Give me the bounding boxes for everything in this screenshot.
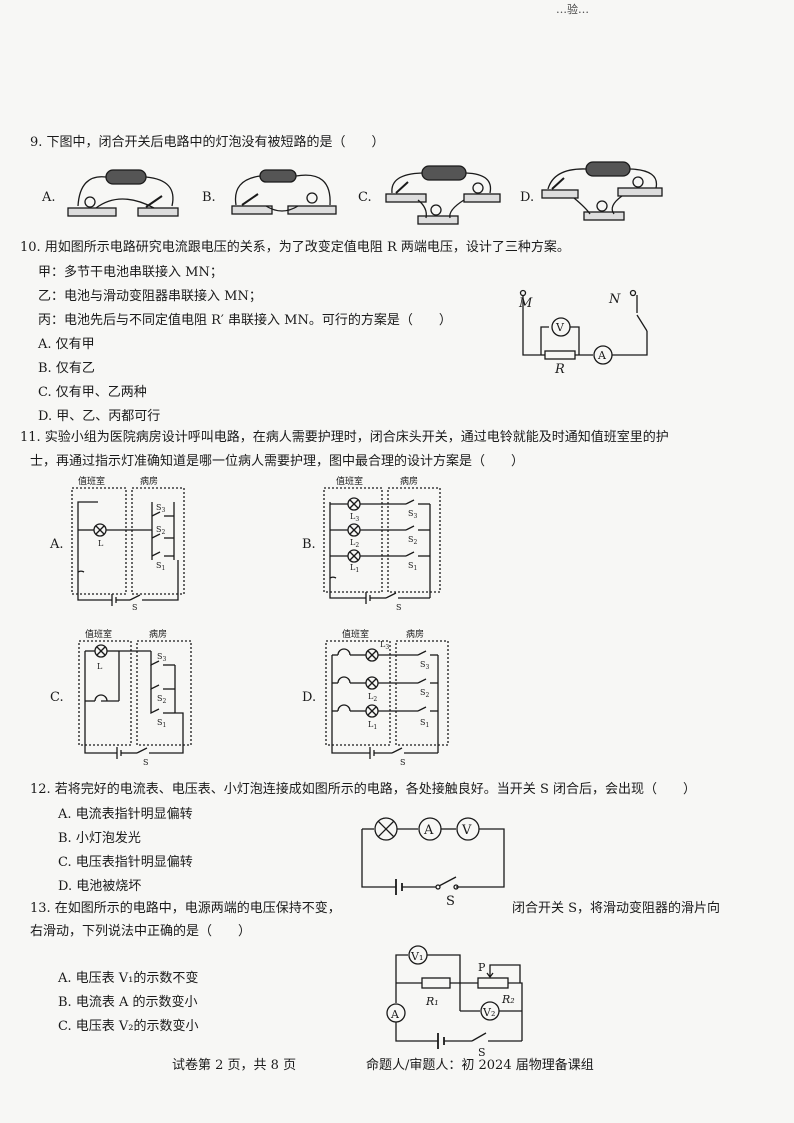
q11-stem-line2: 士，再通过指示灯准确知道是哪一位病人需要护理，图中最合理的设计方案是（ ） — [30, 454, 525, 469]
q11-option-d: D. — [302, 690, 317, 705]
q10-resistor-label: R — [554, 362, 565, 377]
q11b-switch-label: S — [396, 603, 401, 612]
q10-jia: 甲：多节干电池串联接入 MN； — [38, 265, 223, 280]
svg-text:S1: S1 — [408, 561, 417, 572]
svg-text:L1: L1 — [350, 563, 359, 574]
q10-option-b: B. 仅有乙 — [38, 361, 95, 376]
q11d-switch-label: S — [400, 758, 405, 767]
q10-label-m: M — [518, 296, 533, 311]
q11-option-b: B. — [302, 537, 316, 552]
svg-text:L3: L3 — [380, 640, 389, 651]
q13-v2-label: V₂ — [482, 1006, 495, 1019]
q13-option-b: B. 电流表 A 的示数变小 — [58, 995, 198, 1010]
q11-stem-line1: 11. 实验小组为医院病房设计呼叫电路，在病人需要护理时，闭合床头开关，通过电铃… — [20, 430, 669, 445]
svg-text:L1: L1 — [368, 720, 377, 731]
svg-text:S2: S2 — [408, 535, 417, 546]
footer-page: 试卷第 2 页，共 8 页 — [172, 1058, 297, 1073]
q13-v1-label: V₁ — [410, 950, 423, 963]
q9-option-b: B. — [202, 190, 216, 205]
q12-option-c: C. 电压表指针明显偏转 — [58, 855, 193, 870]
q12-voltmeter-label: V — [461, 823, 472, 838]
q9-figure-c — [385, 165, 501, 225]
q11-figure-d: 值班室 病房 L3 L2 L1 S3 S2 S1 S — [325, 628, 449, 767]
svg-text:S1: S1 — [156, 561, 165, 572]
q13-circuit-figure: V₁ R₁ R₂ P V₂ A S — [386, 945, 523, 1059]
q11-option-c: C. — [50, 690, 64, 705]
q13-ammeter-label: A — [390, 1008, 400, 1021]
q11a-switch-label: S — [132, 603, 137, 612]
svg-text:S2: S2 — [157, 694, 166, 705]
q11-figure-b: 值班室 病房 L3 L2 L1 S3 S2 S1 S — [323, 475, 441, 612]
q10-voltmeter-label: V — [555, 321, 565, 334]
q11b-ward-label: 病房 — [400, 475, 418, 487]
q11a-ward-label: 病房 — [140, 475, 158, 487]
q9-figure-d — [541, 161, 663, 221]
q10-option-c: C. 仅有甲、乙两种 — [38, 385, 147, 400]
svg-text:S3: S3 — [408, 509, 417, 520]
header-mark: …验… — [556, 3, 589, 16]
q9-figure-a — [67, 169, 179, 217]
q10-ammeter-label: A — [597, 349, 607, 362]
q11c-duty-room-label: 值班室 — [85, 628, 112, 640]
q9-option-c: C. — [358, 190, 372, 205]
q13-slider-label: P — [478, 961, 486, 974]
svg-text:S1: S1 — [157, 718, 166, 729]
footer-author: 命题人/审题人：初 2024 届物理备课组 — [366, 1058, 594, 1073]
q12-option-d: D. 电池被烧坏 — [58, 879, 142, 894]
q13-option-a: A. 电压表 V₁的示数不变 — [58, 971, 199, 986]
q13-option-c: C. 电压表 V₂的示数变小 — [58, 1019, 199, 1034]
q13-stem-part1: 13. 在如图所示的电路中，电源两端的电压保持不变， — [30, 901, 341, 916]
q13-r1-label: R₁ — [425, 995, 439, 1008]
q13-r2-label: R₂ — [501, 993, 515, 1006]
q11a-lamp-label: L — [98, 539, 104, 548]
q12-switch-label: S — [446, 894, 455, 909]
q11d-duty-room-label: 值班室 — [342, 628, 369, 640]
q10-label-n: N — [608, 292, 621, 307]
q10-stem: 10. 用如图所示电路研究电流跟电压的关系，为了改变定值电阻 R 两端电压，设计… — [20, 240, 570, 255]
q10-option-d: D. 甲、乙、丙都可行 — [38, 409, 161, 424]
q9-stem: 9. 下图中，闭合开关后电路中的灯泡没有被短路的是（ ） — [30, 135, 385, 150]
q12-option-a: A. 电流表指针明显偏转 — [58, 807, 193, 822]
q9-option-d: D. — [520, 190, 535, 205]
q11c-switch-label: S — [143, 758, 148, 767]
q12-stem: 12. 若将完好的电流表、电压表、小灯泡连接成如图所示的电路，各处接触良好。当开… — [30, 782, 696, 797]
q10-yi: 乙：电池与滑动变阻器串联接入 MN； — [38, 289, 262, 304]
svg-text:S3: S3 — [420, 660, 429, 671]
svg-text:L2: L2 — [350, 538, 359, 549]
q13-stem-line2: 右滑动，下列说法中正确的是（ ） — [30, 924, 252, 939]
q12-option-b: B. 小灯泡发光 — [58, 831, 141, 846]
q9-figure-b — [231, 169, 337, 215]
svg-text:L3: L3 — [350, 512, 359, 523]
svg-text:S3: S3 — [156, 503, 165, 514]
q11c-ward-label: 病房 — [149, 628, 167, 640]
q11a-duty-room-label: 值班室 — [78, 475, 105, 487]
q12-circuit-figure: A V S — [361, 817, 505, 909]
q11d-ward-label: 病房 — [406, 628, 424, 640]
q13-stem-part2: 闭合开关 S，将滑动变阻器的滑片向 — [512, 901, 721, 916]
q10-option-a: A. 仅有甲 — [38, 337, 95, 352]
svg-text:S2: S2 — [420, 688, 429, 699]
svg-text:L2: L2 — [368, 692, 377, 703]
q9-option-a: A. — [42, 190, 56, 205]
q12-ammeter-label: A — [423, 823, 434, 838]
q11c-lamp-label: L — [97, 662, 103, 671]
svg-text:S2: S2 — [156, 525, 165, 536]
q10-bing: 丙：电池先后与不同定值电阻 R′ 串联接入 MN。可行的方案是（ ） — [38, 313, 452, 328]
q13-switch-label: S — [478, 1046, 486, 1059]
svg-text:S3: S3 — [157, 652, 166, 663]
q10-circuit-figure: M N V R A — [518, 289, 648, 377]
q11-figure-c: 值班室 病房 L S3 S2 S1 S — [78, 628, 192, 767]
q11b-duty-room-label: 值班室 — [336, 475, 363, 487]
q11-figure-a: 值班室 病房 L S3 S2 S1 S — [71, 475, 185, 612]
q11-option-a: A. — [50, 537, 64, 552]
svg-text:S1: S1 — [420, 718, 429, 729]
